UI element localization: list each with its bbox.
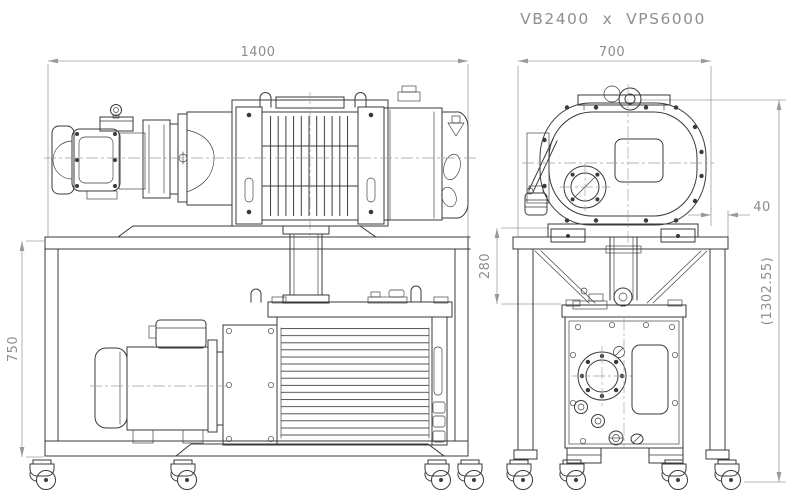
side-view: 700 40 280 (1302.55) <box>478 45 786 490</box>
booster-motor-front <box>51 104 146 200</box>
dim-side-overall-width: 700 <box>517 45 712 236</box>
coupling-housing-front <box>142 111 233 206</box>
connecting-pipe-side <box>572 236 642 310</box>
dim-text-750: 750 <box>6 336 21 362</box>
dim-text-1302: (1302.55) <box>760 257 775 325</box>
nameplate-panel <box>631 344 669 415</box>
front-view: 1400 750 <box>6 45 484 490</box>
blower-base <box>547 223 699 243</box>
gearbox-fittings <box>524 132 558 216</box>
casters-front <box>29 459 484 490</box>
drawing-title: VB2400 x VPS6000 <box>520 10 706 28</box>
dim-text-40: 40 <box>753 200 771 215</box>
dim-side-offset: 40 <box>688 200 771 237</box>
dim-text-700: 700 <box>599 45 625 60</box>
side-port-flange <box>560 163 610 211</box>
blower-side <box>522 84 714 246</box>
main-pump-front <box>222 285 453 446</box>
dim-front-overall-width: 1400 <box>47 45 469 237</box>
dim-pipe-section-height: 280 <box>478 227 561 305</box>
casters-side <box>506 459 741 490</box>
lifting-bracket <box>577 85 671 111</box>
blower-body-front <box>231 85 469 227</box>
inlet-flange <box>572 346 632 406</box>
main-pump-side <box>561 299 687 464</box>
booster-pump-front <box>44 85 478 240</box>
connecting-pipe-front <box>282 225 330 304</box>
dim-text-280: 280 <box>478 253 493 279</box>
dim-overall-height: (1302.55) <box>640 99 786 483</box>
dim-text-1400: 1400 <box>240 45 275 60</box>
sight-window <box>614 138 664 183</box>
main-pump-motor-front <box>90 319 232 444</box>
dim-frame-height: 750 <box>6 240 44 458</box>
frame-side <box>512 236 730 460</box>
